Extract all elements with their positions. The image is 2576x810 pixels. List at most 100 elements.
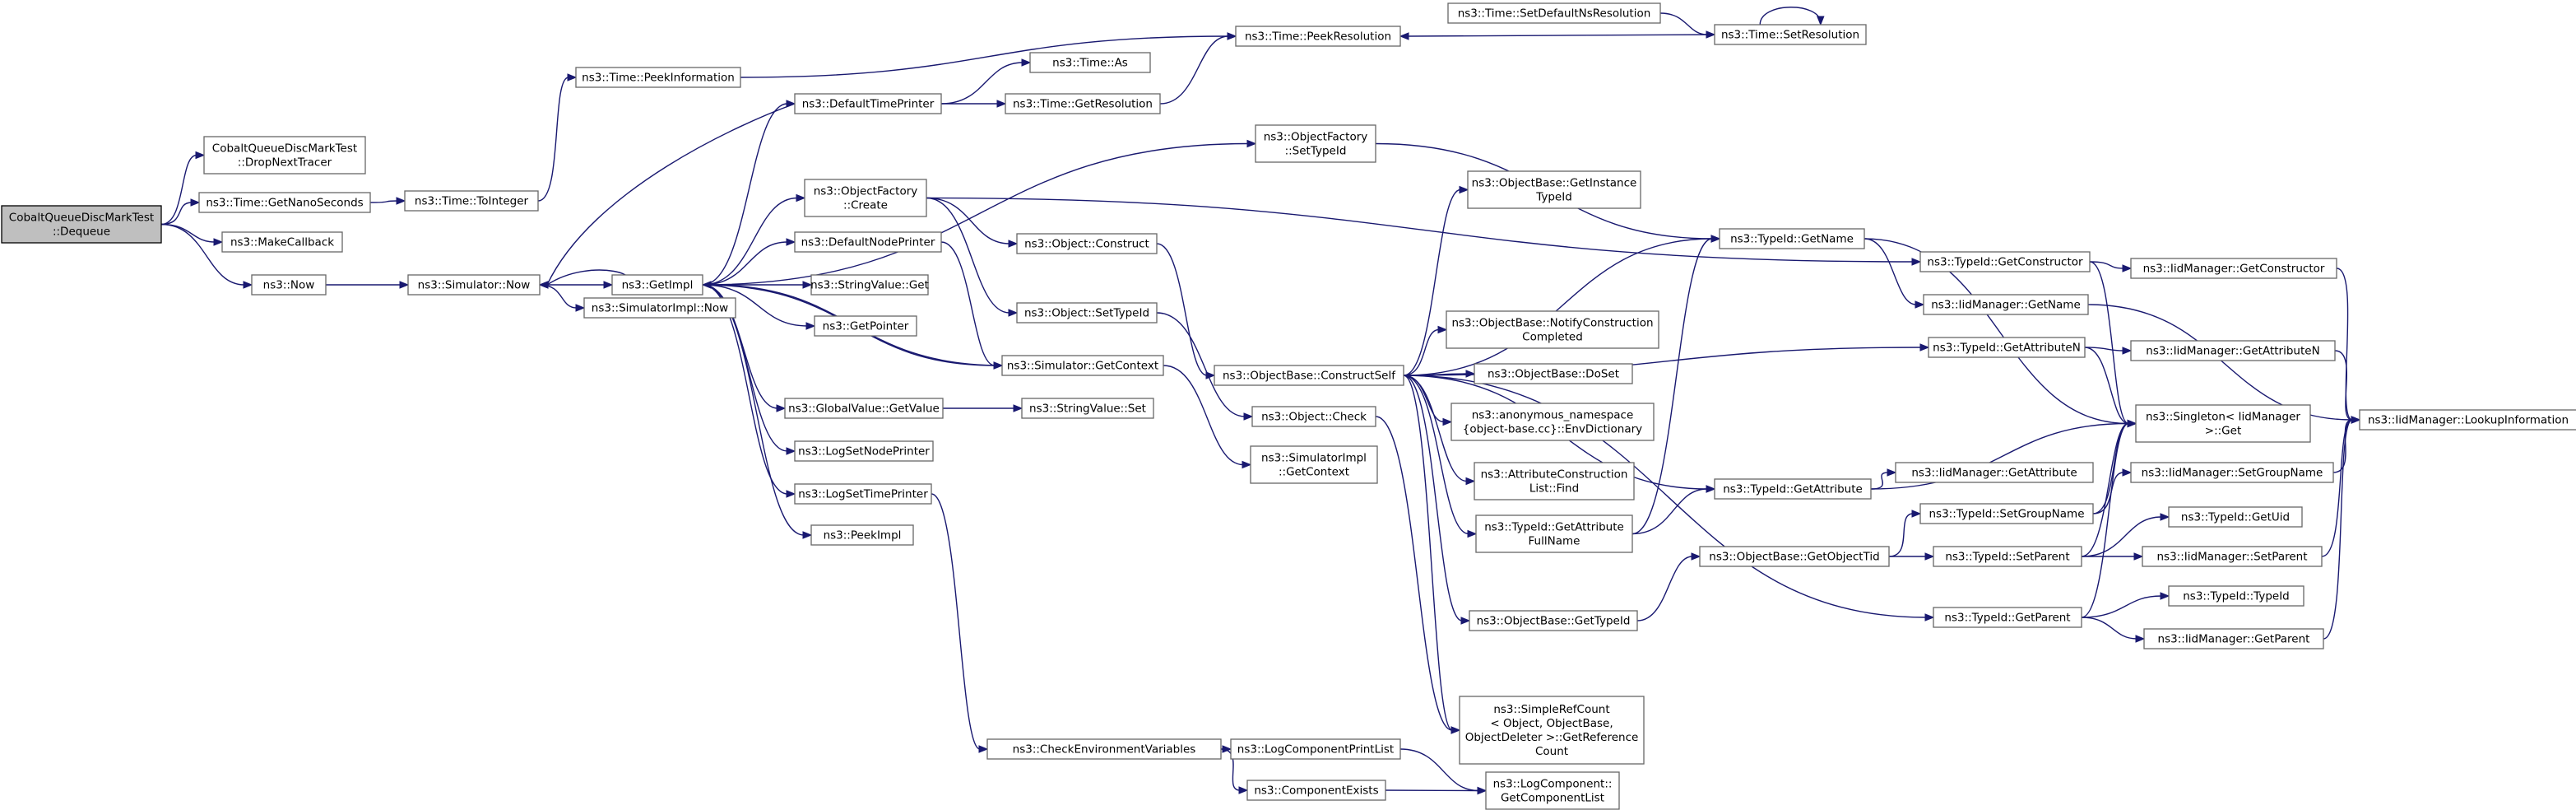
node-objconstruct[interactable]: ns3::Object::Construct: [1016, 233, 1158, 254]
node-peekres[interactable]: ns3::Time::PeekResolution: [1235, 26, 1401, 47]
edge-root-to-getnano: [160, 198, 201, 226]
edge-constructself-to-obgettypeid: [1403, 375, 1471, 625]
node-tidgetctor[interactable]: ns3::TypeId::GetConstructor: [1919, 251, 2091, 272]
node-box: [1450, 403, 1655, 441]
node-getnano[interactable]: ns3::Time::GetNanoSeconds: [198, 192, 371, 213]
node-tidgetuid[interactable]: ns3::TypeId::GetUid: [2168, 506, 2303, 528]
node-notifyconstr[interactable]: ns3::ObjectBase::NotifyConstructionCompl…: [1446, 310, 1659, 349]
node-getpointer[interactable]: ns3::GetPointer: [814, 315, 917, 337]
node-root[interactable]: CobaltQueueDiscMarkTest::Dequeue: [1, 205, 162, 244]
node-iidlookup[interactable]: ns3::IidManager::LookupInformation: [2359, 409, 2576, 431]
node-tidgetattr[interactable]: ns3::TypeId::GetAttribute: [1714, 478, 1872, 500]
node-now[interactable]: ns3::Now: [251, 274, 327, 296]
node-label: ns3::Object::Check: [1261, 411, 1367, 424]
node-strvalset[interactable]: ns3::StringValue::Set: [1021, 398, 1154, 419]
edge-root-to-dropnext: [160, 151, 206, 226]
node-gvgetvalue[interactable]: ns3::GlobalValue::GetValue: [784, 398, 944, 419]
node-timeas[interactable]: ns3::Time::As: [1029, 52, 1151, 73]
node-timegetres[interactable]: ns3::Time::GetResolution: [1005, 93, 1161, 114]
edge-line: [2087, 304, 2353, 421]
node-simgetcontext[interactable]: ns3::Simulator::GetContext: [1001, 355, 1164, 376]
node-box: [1699, 546, 1890, 567]
node-logsetnode[interactable]: ns3::LogSetNodePrinter: [794, 440, 934, 462]
edge-line: [1888, 513, 1914, 557]
node-tidgetattrn[interactable]: ns3::TypeId::GetAttributeN: [1928, 337, 2086, 358]
node-objcheck[interactable]: ns3::Object::Check: [1251, 406, 1376, 427]
node-refcount[interactable]: ns3::SimpleRefCount< Object, ObjectBase,…: [1459, 696, 1645, 765]
node-setres[interactable]: ns3::Time::SetResolution: [1714, 24, 1867, 45]
node-doset[interactable]: ns3::ObjectBase::DoSet: [1474, 363, 1633, 384]
node-iidsetgroup[interactable]: ns3::IidManager::SetGroupName: [2130, 462, 2334, 483]
arrow-head-icon: [1008, 309, 1019, 317]
node-iidgetname[interactable]: ns3::IidManager::GetName: [1923, 294, 2089, 315]
edge-line: [740, 35, 1229, 78]
node-logcompprint[interactable]: ns3::LogComponentPrintList: [1230, 738, 1401, 760]
edge-now-to-simnow: [326, 281, 410, 289]
node-label: ns3::ObjectBase::GetObjectTid: [1709, 551, 1879, 564]
node-tidsetgroup[interactable]: ns3::TypeId::SetGroupName: [1919, 503, 2094, 524]
node-singleton[interactable]: ns3::Singleton< IidManager >::Get: [2135, 404, 2311, 443]
edge-line: [702, 284, 788, 495]
node-getcomplist[interactable]: ns3::LogComponent::GetComponentList: [1485, 771, 1620, 810]
node-obgetobjtid[interactable]: ns3::ObjectBase::GetObjectTid: [1699, 546, 1890, 567]
node-peekimpl[interactable]: ns3::PeekImpl: [810, 524, 914, 546]
node-dropnext[interactable]: CobaltQueueDiscMarkTest::DropNextTracer: [203, 136, 366, 175]
node-tidgetname[interactable]: ns3::TypeId::GetName: [1719, 228, 1865, 249]
node-checkenv[interactable]: ns3::CheckEnvironmentVariables: [986, 738, 1222, 760]
node-iidgetattr[interactable]: ns3::IidManager::GetAttribute: [1895, 462, 2094, 483]
node-box: [1021, 398, 1154, 419]
node-compexists[interactable]: ns3::ComponentExists: [1246, 780, 1386, 801]
node-logsettime[interactable]: ns3::LogSetTimePrinter: [794, 483, 932, 505]
node-defnodeprinter[interactable]: ns3::DefaultNodePrinter: [794, 231, 942, 253]
node-label: ns3::ObjectBase::DoSet: [1488, 368, 1619, 381]
node-envdict[interactable]: ns3::anonymous_namespace{object-base.cc}…: [1450, 403, 1655, 441]
node-simimplgetctx[interactable]: ns3::SimulatorImpl::GetContext: [1250, 445, 1378, 484]
node-makecb[interactable]: ns3::MakeCallback: [221, 231, 343, 253]
edge-getimpl-to-logsettime: [702, 284, 796, 498]
node-label: ns3::IidManager::GetConstructor: [2143, 263, 2325, 276]
edge-tidgetparent-to-singleton: [2081, 419, 2137, 618]
node-label: ns3::TypeId::TypeId: [2183, 590, 2290, 603]
node-box: [2168, 506, 2303, 528]
node-box: [1475, 514, 1633, 553]
node-box: [1214, 365, 1404, 386]
arrow-head-icon: [1399, 32, 1409, 40]
node-setdefns[interactable]: ns3::Time::SetDefaultNsResolution: [1447, 2, 1661, 24]
node-tointeger[interactable]: ns3::Time::ToInteger: [404, 190, 539, 212]
node-iidgetattrn[interactable]: ns3::IidManager::GetAttributeN: [2130, 340, 2336, 361]
node-box: [1005, 93, 1161, 114]
arrow-head-icon: [796, 193, 806, 202]
node-ofsettypeid[interactable]: ns3::ObjectFactory::SetTypeId: [1255, 124, 1376, 163]
edge-tidgetname-to-iidgetname: [1864, 238, 1925, 309]
arrow-head-icon: [396, 197, 406, 205]
node-iidgetparent[interactable]: ns3::IidManager::GetParent: [2143, 628, 2324, 649]
node-getimpl[interactable]: ns3::GetImpl: [611, 274, 703, 296]
edge-line: [1864, 238, 1917, 305]
node-tidsetparent[interactable]: ns3::TypeId::SetParent: [1933, 546, 2082, 567]
arrow-head-icon: [1242, 460, 1252, 469]
node-simimplnow[interactable]: ns3::SimulatorImpl::Now: [583, 297, 736, 319]
node-tidtypeid[interactable]: ns3::TypeId::TypeId: [2168, 585, 2304, 607]
edge-line: [1631, 238, 1713, 535]
node-obgettypeid[interactable]: ns3::ObjectBase::GetTypeId: [1469, 610, 1638, 631]
node-iidgetctor[interactable]: ns3::IidManager::GetConstructor: [2130, 258, 2337, 279]
edge-logsettime-to-checkenv: [931, 493, 989, 753]
node-deftimeprinter[interactable]: ns3::DefaultTimePrinter: [794, 93, 942, 114]
node-box: [407, 274, 541, 296]
node-box: [804, 179, 927, 217]
node-simnow[interactable]: ns3::Simulator::Now: [407, 274, 541, 296]
node-ofcreate[interactable]: ns3::ObjectFactory::Create: [804, 179, 927, 217]
node-constructself[interactable]: ns3::ObjectBase::ConstructSelf: [1214, 365, 1404, 386]
node-label: ns3::Time::GetResolution: [1013, 98, 1153, 111]
node-objsettypeid[interactable]: ns3::Object::SetTypeId: [1016, 302, 1158, 324]
node-iidsetparent[interactable]: ns3::IidManager::SetParent: [2142, 546, 2323, 567]
node-strvalget[interactable]: ns3::StringValue::Get: [810, 274, 929, 296]
node-box: [583, 297, 736, 319]
edge-getattrfullname-to-tidgetattr: [1631, 485, 1716, 535]
node-tidgetparent[interactable]: ns3::TypeId::GetParent: [1933, 607, 2082, 628]
node-peekinfo[interactable]: ns3::Time::PeekInformation: [575, 67, 741, 88]
node-label: GetComponentList: [1501, 792, 1604, 805]
